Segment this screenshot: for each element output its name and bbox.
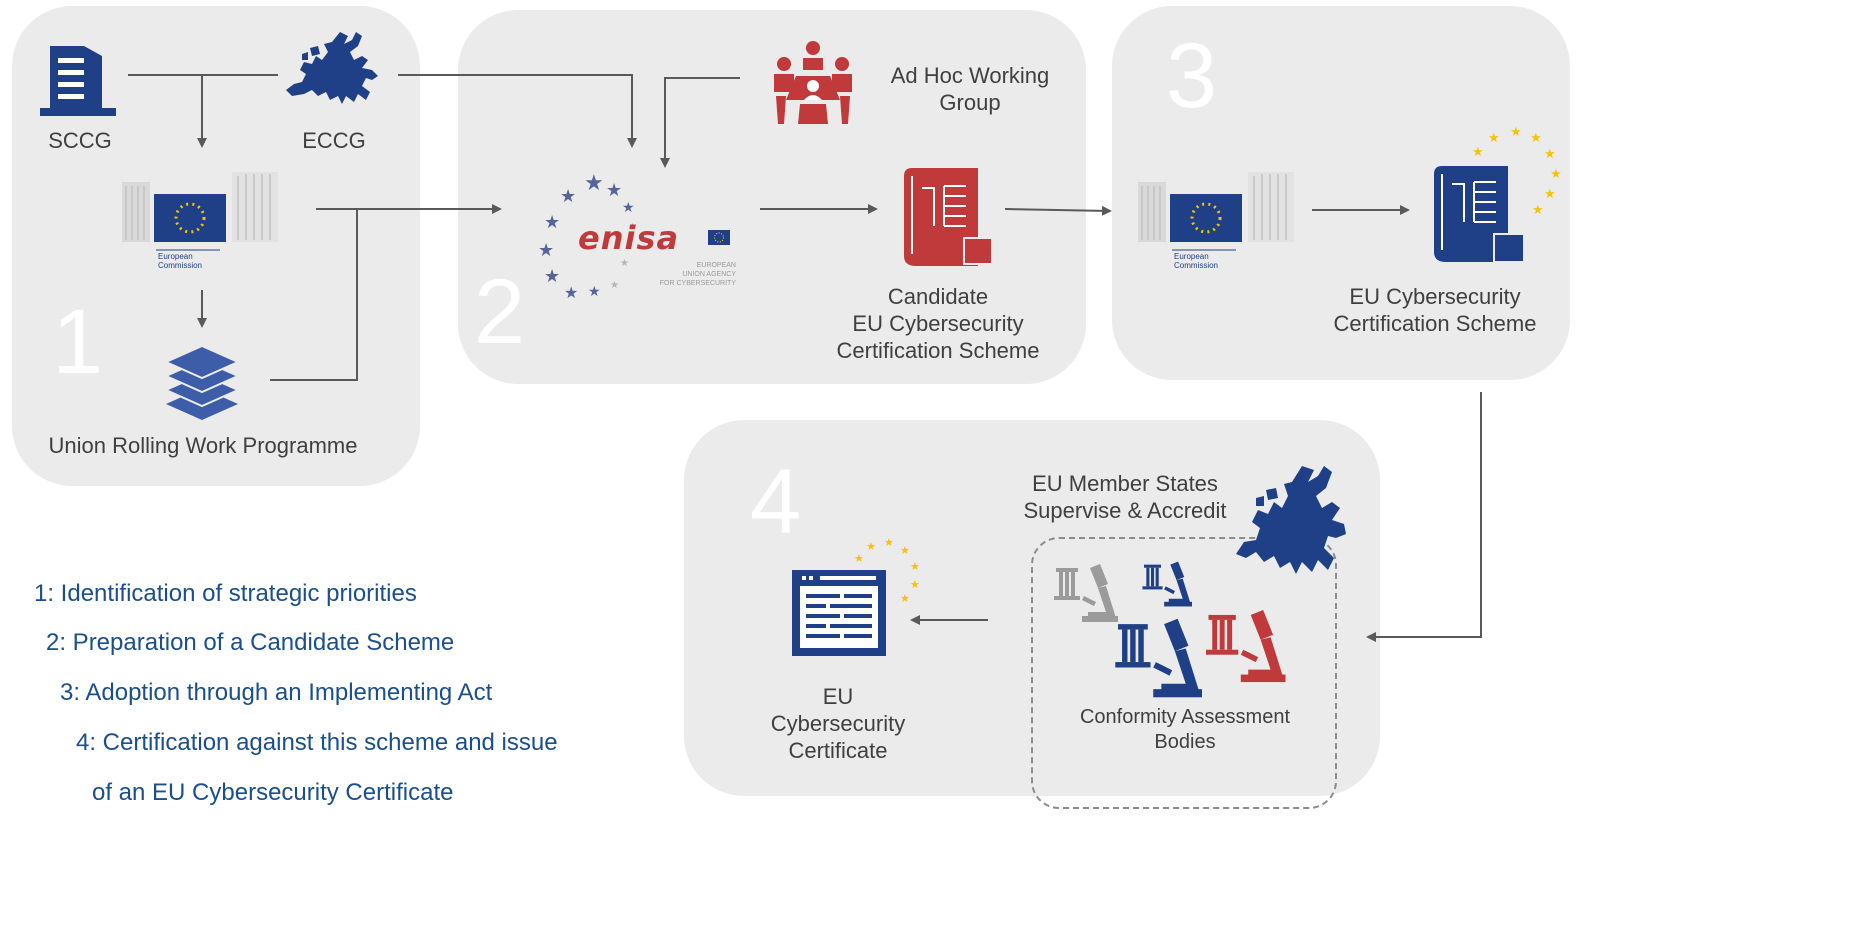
european-commission-logo: European Commission [120,164,282,274]
european-commission-logo-2: European Commission [1136,164,1298,274]
europe-map-icon [286,32,378,104]
svg-text:★: ★ [538,240,554,261]
svg-text:★: ★ [1544,187,1556,202]
svg-text:★: ★ [1488,131,1500,146]
enisa-subtitle-1: EUROPEAN [696,262,736,269]
svg-text:★: ★ [910,578,920,591]
certificate-label-3: Certificate [788,738,888,763]
ec-logo-text-2: Commission [158,261,203,270]
ec-logo-text-1: European [158,252,193,261]
legend-item-3: 3: Adoption through an Implementing Act [60,679,493,706]
enisa-logo: ★ ★ ★ ★ ★ ★ ★ ★ ★ ★ ★ ★ enisa EUROPEAN U… [530,170,750,304]
step-number-1: 1 [52,291,104,393]
building-icon [40,46,116,116]
ad-hoc-label-1: Ad Hoc Working [890,63,1050,88]
svg-text:★: ★ [1532,203,1544,218]
svg-text:★: ★ [900,544,910,557]
svg-text:★: ★ [900,592,910,605]
layers-icon [163,344,241,420]
svg-text:★: ★ [560,186,576,207]
svg-text:★: ★ [584,171,604,196]
candidate-scheme-document-icon [904,168,993,266]
svg-text:★: ★ [1550,167,1562,182]
sccg-label: SCCG [48,128,112,153]
svg-text:★: ★ [610,280,619,291]
svg-text:★: ★ [866,540,876,553]
eu-scheme-document-icon: ★ ★ ★ ★ ★ ★ ★ ★ [1434,125,1562,263]
svg-text:★: ★ [588,284,601,300]
microscope-icon-gray [1054,564,1118,622]
legend-item-5: of an EU Cybersecurity Certificate [92,779,454,806]
eu-scheme-label-2: Certification Scheme [1333,311,1537,336]
enisa-subtitle-3: FOR CYBERSECURITY [659,280,736,287]
certificate-window-icon: ★ ★ ★ ★ ★ ★ ★ [792,536,920,656]
microscope-icon-blue-large [1115,618,1202,698]
svg-text:★: ★ [1530,131,1542,146]
work-programme-label: Union Rolling Work Programme [48,433,358,458]
step-number-3: 3 [1166,25,1218,127]
svg-text:★: ★ [606,180,622,201]
svg-text:★: ★ [564,283,578,302]
microscope-icon-blue-small [1142,561,1192,607]
svg-text:★: ★ [620,258,629,269]
legend-item-2: 2: Preparation of a Candidate Scheme [46,629,455,656]
panel-step-2 [458,10,1086,384]
member-states-label-2: Supervise & Accredit [1023,498,1227,523]
microscope-icon-red [1206,609,1286,683]
svg-text:★: ★ [544,212,560,233]
conformity-bodies-box [1031,537,1337,809]
legend-item-4: 4: Certification against this scheme and… [76,729,558,756]
step-number-2: 2 [474,261,526,363]
candidate-scheme-label-2: EU Cybersecurity [852,311,1024,336]
svg-text:★: ★ [884,536,894,549]
svg-text:★: ★ [910,560,920,573]
svg-text:★: ★ [1510,125,1522,140]
candidate-scheme-label-3: Certification Scheme [836,338,1040,363]
europe-map-icon-large [1236,466,1346,574]
eccg-label: ECCG [302,128,366,153]
certificate-label-1: EU [822,684,854,709]
enisa-wordmark: enisa [578,219,680,257]
svg-text:★: ★ [622,200,635,216]
conformity-bodies-label-1: Conformity Assessment [1079,706,1291,728]
certificate-label-2: Cybersecurity [770,711,906,736]
ec-logo-text-1: European [1174,252,1209,261]
step-number-4: 4 [750,451,802,553]
svg-text:★: ★ [1544,147,1556,162]
member-states-label-1: EU Member States [1032,471,1218,496]
legend-item-1: 1: Identification of strategic prioritie… [34,580,417,607]
svg-text:★: ★ [854,552,864,565]
candidate-scheme-label-1: Candidate [887,284,989,309]
ad-hoc-label-2: Group [939,90,1001,115]
enisa-subtitle-2: UNION AGENCY [682,271,736,278]
eu-scheme-label-1: EU Cybersecurity [1349,284,1521,309]
meeting-group-icon [774,41,852,124]
conformity-bodies-label-2: Bodies [1154,731,1216,753]
svg-text:★: ★ [628,222,637,233]
ec-logo-text-2: Commission [1174,261,1219,270]
svg-text:★: ★ [1472,145,1484,160]
svg-text:★: ★ [544,266,560,287]
